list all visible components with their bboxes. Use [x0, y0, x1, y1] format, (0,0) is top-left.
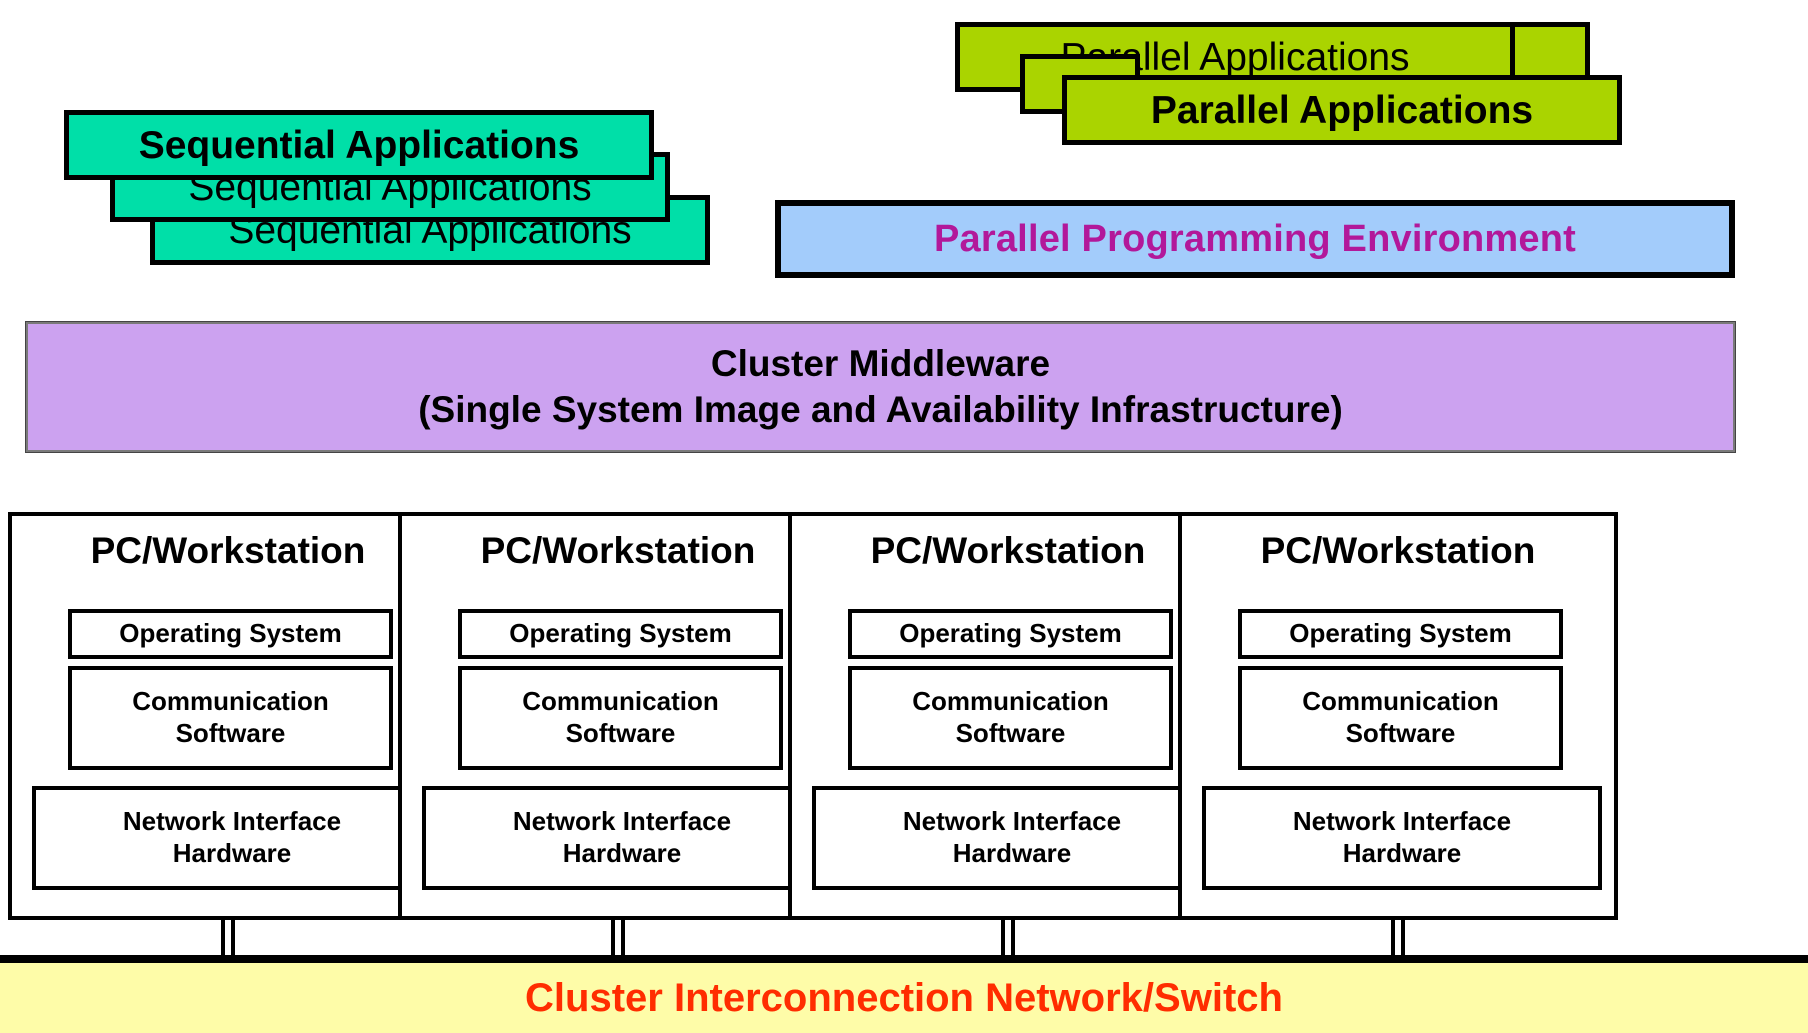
node-4: PC/Workstation Operating System Communic… [1178, 512, 1618, 920]
node-3-network-interface-hardware: Network Interface Hardware [812, 786, 1212, 890]
node-4-nic-label-line1: Network Interface [1292, 806, 1512, 837]
node-2-network-link [611, 918, 625, 961]
node-2-comm-label-line1: Communication [522, 686, 719, 717]
node-4-comm-label-line2: Software [1345, 718, 1456, 748]
node-2: PC/Workstation Operating System Communic… [398, 512, 838, 920]
node-3-network-link [1001, 918, 1015, 961]
node-2-title: PC/Workstation [480, 530, 756, 571]
node-1-nic-label-line1: Network Interface [122, 806, 342, 837]
cluster-middleware-box: Cluster Middleware (Single System Image … [25, 321, 1736, 453]
node-4-title: PC/Workstation [1260, 530, 1536, 571]
node-4-network-link [1391, 918, 1405, 961]
node-1-communication-software: Communication Software [68, 666, 393, 770]
node-4-nic-label-line2: Hardware [1342, 838, 1462, 868]
node-1-network-link [221, 918, 235, 961]
node-1-comm-label-line1: Communication [132, 686, 329, 717]
node-4-comm-label-line1: Communication [1302, 686, 1499, 717]
node-4-communication-software: Communication Software [1238, 666, 1563, 770]
cluster-middleware-subtitle: (Single System Image and Availability In… [418, 389, 1343, 430]
node-1-title: PC/Workstation [90, 530, 366, 571]
parallel-applications-label-1: Parallel Applications [1150, 88, 1534, 132]
node-4-network-interface-hardware: Network Interface Hardware [1202, 786, 1602, 890]
node-1-os-label: Operating System [119, 618, 342, 649]
cluster-interconnection-network-label: Cluster Interconnection Network/Switch [525, 975, 1283, 1020]
parallel-programming-environment-box: Parallel Programming Environment [775, 200, 1735, 278]
node-1-operating-system: Operating System [68, 609, 393, 659]
node-3-communication-software: Communication Software [848, 666, 1173, 770]
node-4-os-label: Operating System [1289, 618, 1512, 649]
parallel-programming-environment-label: Parallel Programming Environment [933, 217, 1576, 260]
node-2-comm-label-line2: Software [565, 718, 676, 748]
node-3-comm-label-line2: Software [955, 718, 1066, 748]
sequential-applications-card-front: Sequential Applications [64, 110, 654, 180]
node-3-operating-system: Operating System [848, 609, 1173, 659]
node-3-nic-label-line1: Network Interface [902, 806, 1122, 837]
node-2-nic-label-line2: Hardware [562, 838, 682, 868]
parallel-applications-card-front: Parallel Applications [1062, 75, 1622, 145]
sequential-applications-label-1: Sequential Applications [138, 123, 580, 167]
node-1-nic-label-line2: Hardware [172, 838, 292, 868]
node-2-os-label: Operating System [509, 618, 732, 649]
cluster-interconnection-network-bar: Cluster Interconnection Network/Switch [0, 955, 1808, 1033]
node-2-network-interface-hardware: Network Interface Hardware [422, 786, 822, 890]
node-3: PC/Workstation Operating System Communic… [788, 512, 1228, 920]
node-2-nic-label-line1: Network Interface [512, 806, 732, 837]
node-3-comm-label-line1: Communication [912, 686, 1109, 717]
node-2-operating-system: Operating System [458, 609, 783, 659]
node-3-nic-label-line2: Hardware [952, 838, 1072, 868]
cluster-middleware-title: Cluster Middleware [710, 342, 1051, 384]
node-1: PC/Workstation Operating System Communic… [8, 512, 448, 920]
node-3-os-label: Operating System [899, 618, 1122, 649]
node-1-network-interface-hardware: Network Interface Hardware [32, 786, 432, 890]
node-3-title: PC/Workstation [870, 530, 1146, 571]
node-1-comm-label-line2: Software [175, 718, 286, 748]
node-4-operating-system: Operating System [1238, 609, 1563, 659]
node-2-communication-software: Communication Software [458, 666, 783, 770]
